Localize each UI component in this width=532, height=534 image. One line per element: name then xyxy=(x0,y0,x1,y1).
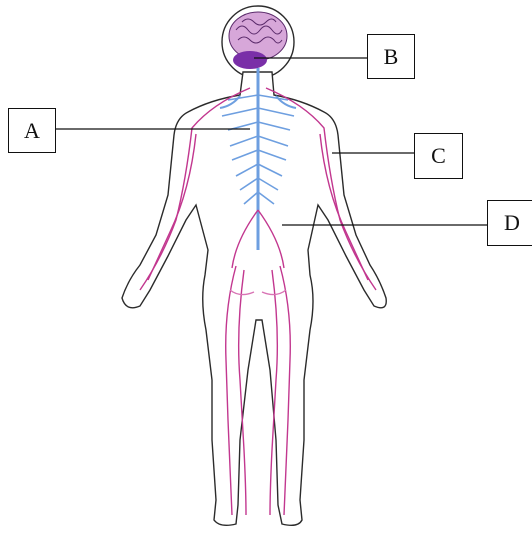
label-c: C xyxy=(414,133,463,179)
label-b: B xyxy=(367,34,415,79)
label-a: A xyxy=(8,108,56,153)
body-outline xyxy=(122,6,386,525)
cerebellum xyxy=(233,51,267,69)
label-d: D xyxy=(487,200,532,246)
